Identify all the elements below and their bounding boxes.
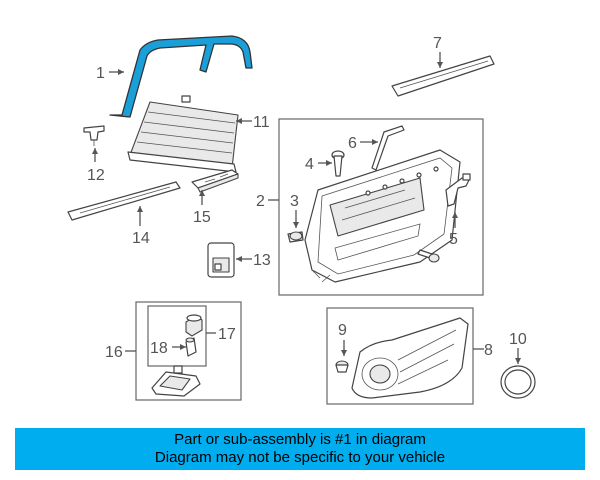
arrow-9 [341, 350, 347, 356]
callout-6[interactable]: 6 [348, 135, 357, 152]
callout-12[interactable]: 12 [87, 167, 105, 184]
part-9-screw[interactable] [335, 360, 349, 373]
part-12-clip[interactable] [83, 125, 105, 146]
callout-14[interactable]: 14 [132, 230, 150, 247]
callout-8[interactable]: 8 [484, 342, 493, 359]
callout-17[interactable]: 17 [218, 326, 236, 343]
arrow-18 [180, 344, 186, 350]
part-4-lock-knob[interactable] [331, 150, 345, 177]
part-16-courtesy-lamp[interactable] [151, 365, 201, 397]
callout-9[interactable]: 9 [338, 322, 347, 339]
part-5-bracket[interactable] [445, 173, 471, 207]
callout-15[interactable]: 15 [193, 209, 211, 226]
arrow-14 [137, 206, 143, 212]
part-10-seal-ring[interactable] [500, 365, 536, 399]
callout-3[interactable]: 3 [290, 193, 299, 210]
part-18-bulb[interactable] [185, 337, 197, 357]
part-13-switch[interactable] [207, 242, 235, 278]
part-6-lock-rod[interactable] [371, 125, 405, 171]
arrow-10 [515, 358, 521, 364]
arrow-4 [326, 160, 332, 166]
group-box-2 [278, 118, 484, 296]
part-14-sill-trim[interactable] [67, 181, 181, 221]
part-3-screw[interactable] [287, 231, 304, 243]
parts-diagram: 1 11 12 14 15 13 [67, 35, 536, 405]
arrow-11 [236, 118, 242, 124]
part-17-lamp-housing[interactable] [185, 314, 203, 337]
banner-line-2: Diagram may not be specific to your vehi… [154, 449, 446, 466]
callout-1[interactable]: 1 [96, 65, 105, 82]
group-box-8 [326, 307, 474, 405]
part-15-bracket[interactable] [191, 169, 239, 193]
callout-4[interactable]: 4 [305, 156, 314, 173]
callout-7[interactable]: 7 [433, 35, 442, 52]
callout-13[interactable]: 13 [253, 252, 271, 269]
arrow-5 [452, 212, 458, 218]
arrow-1 [118, 69, 124, 75]
callout-10[interactable]: 10 [509, 331, 527, 348]
banner-line-1: Part or sub-assembly is #1 in diagram [174, 431, 426, 448]
callout-11[interactable]: 11 [253, 114, 270, 131]
arrow-12 [92, 148, 98, 154]
part-1-window-molding[interactable] [109, 35, 253, 118]
callout-16[interactable]: 16 [105, 344, 123, 361]
part-11-sunshade[interactable] [127, 95, 239, 173]
door-panel-bolt [417, 249, 440, 263]
arrow-15 [199, 190, 205, 196]
callout-2[interactable]: 2 [256, 193, 265, 210]
callout-18[interactable]: 18 [150, 340, 168, 357]
part-2-door-trim-panel[interactable] [304, 149, 461, 283]
info-banner: Part or sub-assembly is #1 in diagram Di… [15, 428, 585, 470]
arrow-6 [372, 139, 378, 145]
part-7-belt-molding[interactable] [391, 55, 495, 97]
callout-5[interactable]: 5 [449, 231, 458, 248]
arrow-3 [293, 222, 299, 228]
part-8-speaker-grille[interactable] [351, 317, 469, 399]
arrow-13 [236, 256, 242, 262]
arrow-7 [437, 62, 443, 68]
